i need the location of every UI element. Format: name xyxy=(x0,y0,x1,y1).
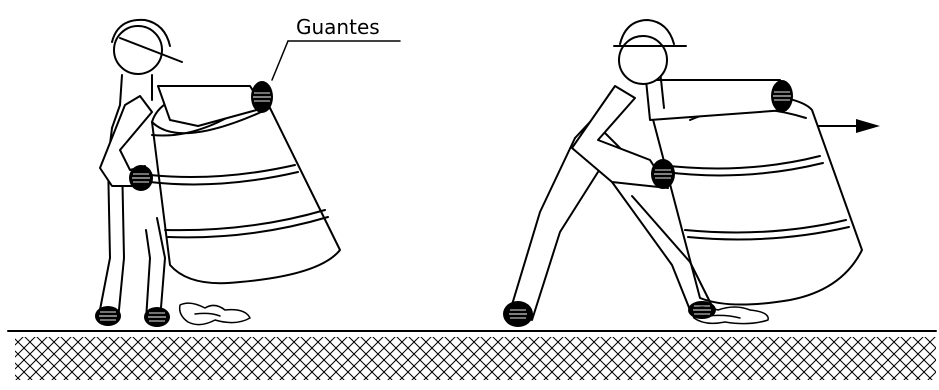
spill-left xyxy=(180,303,250,324)
direction-arrow xyxy=(818,119,880,133)
ground-hatch xyxy=(15,337,936,380)
drum-right xyxy=(650,92,862,305)
gloves-label: Guantes xyxy=(272,15,400,80)
label-text: Guantes xyxy=(296,15,380,39)
worker-pushing-drum xyxy=(503,20,880,327)
boots-left xyxy=(95,306,170,327)
worker-tilting-drum xyxy=(95,20,340,327)
worker-head-left xyxy=(112,20,182,74)
label-leader xyxy=(272,41,288,80)
ground xyxy=(8,331,936,380)
worker-head-right xyxy=(614,20,686,84)
